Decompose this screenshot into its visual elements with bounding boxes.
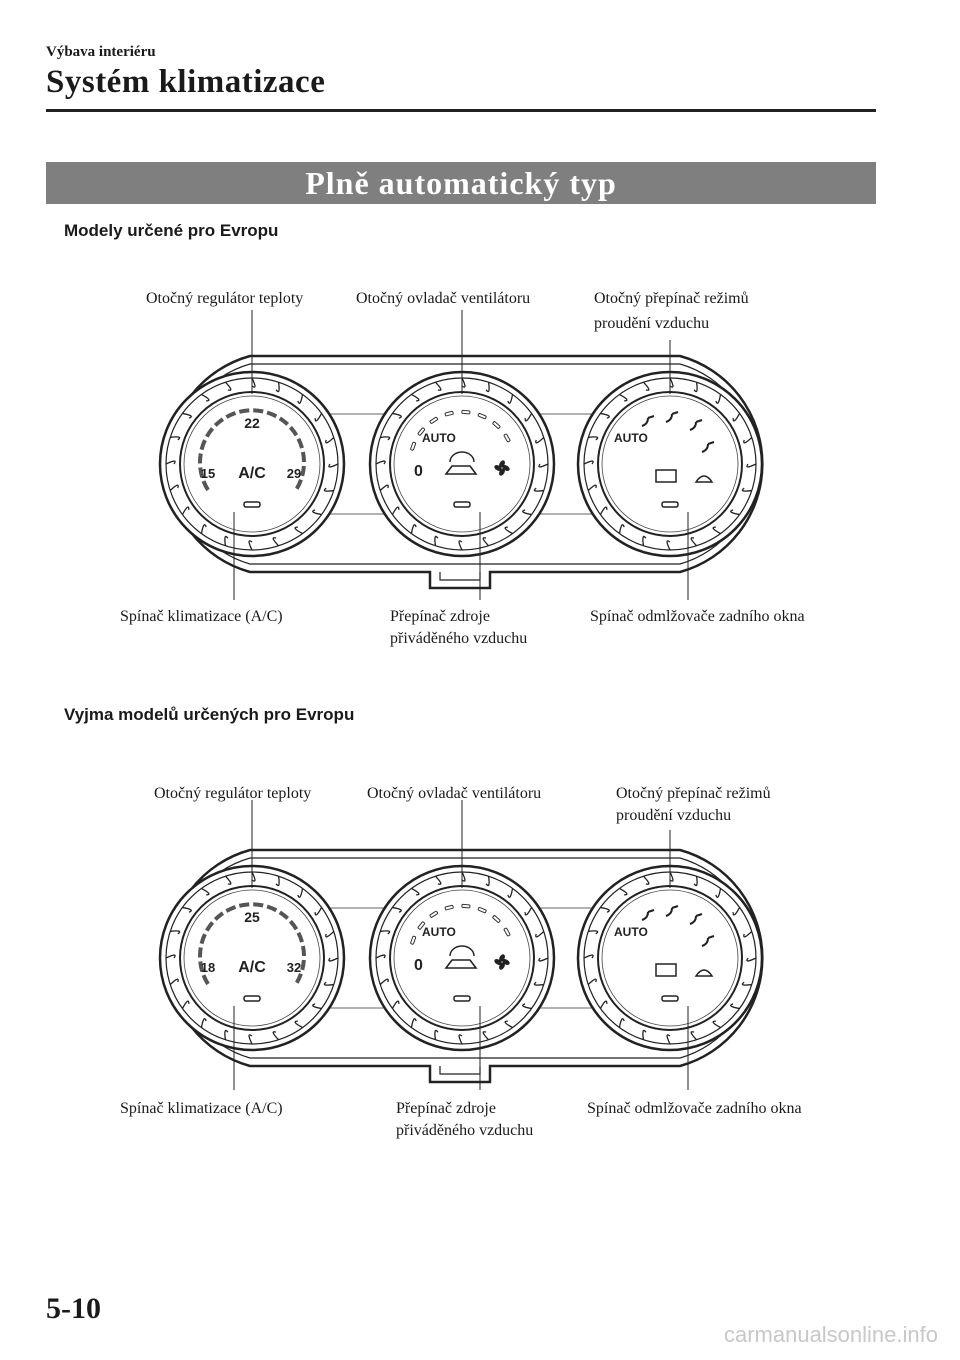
fan-dial-button (453, 501, 471, 508)
front-defrost-icon (694, 969, 714, 977)
airflow-mode-icon (665, 411, 679, 423)
ac-label: A/C (238, 465, 266, 482)
recirculation-car-icon (444, 465, 478, 475)
fan-icon (499, 954, 505, 962)
airflow-mode-icon (665, 905, 679, 917)
airflow-mode-icon (641, 909, 655, 921)
label-mode-dial-line2: proudění vzduchu (594, 315, 710, 332)
section-banner: Plně automatický typ (46, 162, 876, 204)
label-intake-switch: Přepínač zdroje (396, 1100, 496, 1117)
temp-top-label: 25 (244, 909, 260, 925)
label-rear-defrost: Spínač odmlžovače zadního okna (590, 608, 805, 625)
temp-dial-button (243, 995, 261, 1002)
mode-dial-button (661, 501, 679, 508)
label-temp-dial: Otočný regulátor teploty (154, 785, 312, 802)
label-ac-switch: Spínač klimatizace (A/C) (120, 608, 283, 625)
subheading-europe: Modely určené pro Evropu (64, 221, 279, 240)
watermark: carmanualsonline.info (723, 1322, 938, 1347)
mode-auto-label: AUTO (614, 431, 648, 445)
ac-label: A/C (238, 959, 266, 976)
breadcrumb: Výbava interiéru (46, 44, 156, 60)
fan-dial-button (453, 995, 471, 1002)
mode-dial: AUTO (576, 864, 764, 1052)
climate-panel-figure-non-europe: 25 18 32 A/C AUTO 0 AUTO Otočný regulátor tepl… (0, 770, 960, 1150)
mode-dial: AUTO (576, 370, 764, 558)
mode-dial-button (661, 995, 679, 1002)
temp-min-label: 15 (201, 466, 215, 481)
airflow-mode-icon (641, 415, 655, 427)
airflow-mode-icon (689, 913, 703, 925)
label-intake-switch-line2: přiváděného vzduchu (396, 1122, 534, 1139)
label-fan-dial: Otočný ovladač ventilátoru (356, 290, 531, 307)
page-number: 5-10 (46, 1292, 101, 1325)
airflow-mode-icon (689, 419, 703, 431)
label-rear-defrost: Spínač odmlžovače zadního okna (587, 1100, 802, 1117)
label-mode-dial: Otočný přepínač režimů (594, 290, 749, 307)
header-rule (46, 109, 876, 112)
panel-diagram: 25 18 32 A/C AUTO 0 AUTO (158, 800, 764, 1090)
temp-scale-arc (198, 408, 306, 492)
fan-zero-label: 0 (414, 957, 423, 974)
label-intake-switch: Přepínač zdroje (390, 608, 490, 625)
temp-min-label: 18 (201, 960, 215, 975)
airflow-mode-icon (701, 935, 715, 947)
chapter-title: Systém klimatizace (46, 64, 326, 100)
airflow-mode-icon (701, 441, 715, 453)
fan-icon (499, 460, 505, 468)
climate-panel-figure-europe: 22 15 29 A/C AUTO 0 AUTO Otočný regulátor tepl… (0, 280, 960, 660)
label-mode-dial-line2: proudění vzduchu (616, 807, 732, 824)
subheading-non-europe: Vyjma modelů určených pro Evropu (64, 705, 355, 724)
label-fan-dial: Otočný ovladač ventilátoru (367, 785, 542, 802)
temp-dial: 25 18 32 A/C (158, 864, 346, 1052)
panel-diagram: 22 15 29 A/C AUTO 0 AUTO (158, 310, 764, 600)
fan-dial: AUTO 0 (368, 370, 556, 558)
label-mode-dial: Otočný přepínač režimů (616, 785, 771, 802)
recirculation-car-icon (444, 959, 478, 969)
front-defrost-icon (694, 475, 714, 483)
temp-scale-arc (198, 902, 306, 986)
fan-dial: AUTO 0 (368, 864, 556, 1052)
rear-defrost-icon (655, 963, 677, 977)
temp-dial-button (243, 501, 261, 508)
label-ac-switch: Spínač klimatizace (A/C) (120, 1100, 283, 1117)
fan-auto-label: AUTO (422, 925, 456, 939)
mode-auto-label: AUTO (614, 925, 648, 939)
temp-dial: 22 15 29 A/C (158, 370, 346, 558)
fan-auto-label: AUTO (422, 431, 456, 445)
temp-max-label: 29 (287, 466, 301, 481)
rear-defrost-icon (655, 469, 677, 483)
fan-zero-label: 0 (414, 463, 423, 480)
temp-top-label: 22 (244, 415, 260, 431)
temp-max-label: 32 (287, 960, 301, 975)
label-temp-dial: Otočný regulátor teploty (146, 290, 304, 307)
label-intake-switch-line2: přiváděného vzduchu (390, 630, 528, 647)
